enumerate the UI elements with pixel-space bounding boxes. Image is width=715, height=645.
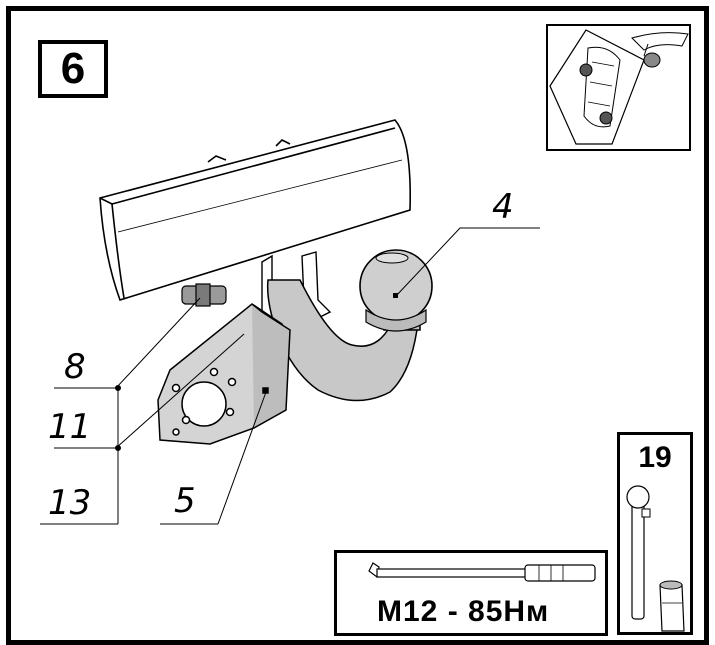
torque-spec-box: M12 - 85Нм [334,550,608,636]
socket-wrench-icon [626,485,685,632]
tool-box: 19 [617,432,693,635]
bumper-beam [99,119,412,301]
leader-lines [40,227,540,525]
tool-number: 19 [638,441,672,474]
vehicle-orientation-inset [546,24,691,151]
callout-part-4: 4 [492,187,514,227]
step-number-box: 6 [38,40,108,98]
car-under-view-icon [549,29,689,145]
tow-ball [359,249,433,332]
callout-part-5: 5 [174,481,196,521]
step-number: 6 [60,44,86,93]
callout-part-13: 13 [48,483,92,523]
torque-wrench-icon [368,562,596,582]
callout-part-8: 8 [64,347,86,387]
socket-plate [157,303,291,445]
callout-part-11: 11 [48,407,92,447]
torque-spec-label: M12 - 85Нм [377,595,550,628]
